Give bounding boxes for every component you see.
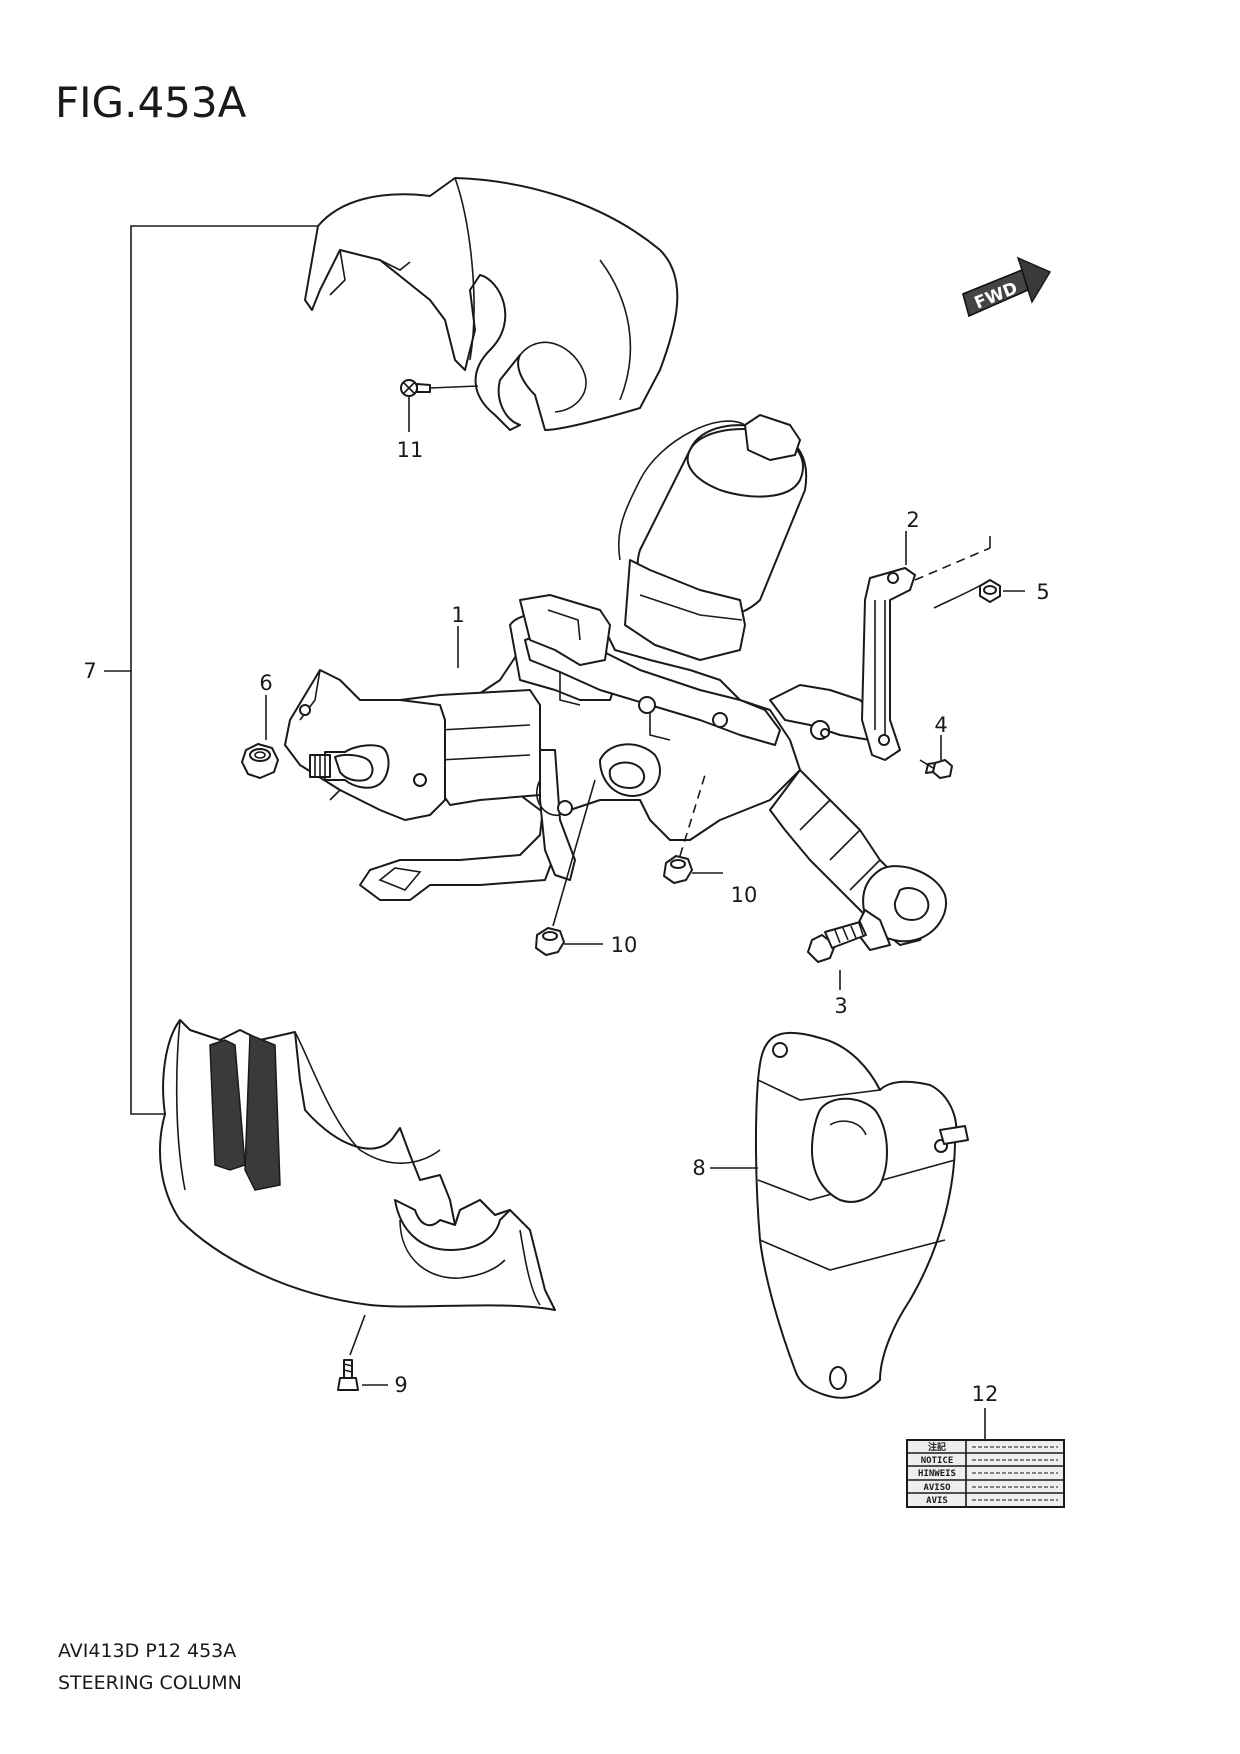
callout-11-leader-h <box>429 385 479 389</box>
steering-column-assembly <box>284 594 947 951</box>
assist-motor <box>617 414 808 661</box>
callout-4: 4 <box>934 713 947 737</box>
group-7-bracket <box>130 225 318 1115</box>
bolt-4 <box>919 759 953 779</box>
screw-11 <box>400 379 431 397</box>
notice-row-2: HINWEIS <box>918 1469 956 1479</box>
callout-10a: 10 <box>731 883 758 907</box>
notice-row-4: AVIS <box>926 1496 948 1506</box>
callout-8: 8 <box>692 1156 705 1180</box>
nut-5 <box>979 579 1001 603</box>
nut-10-lower <box>535 927 565 956</box>
steering-shaft-seal <box>754 1032 969 1399</box>
notice-row-3: AVISO <box>923 1483 951 1493</box>
callout-12: 12 <box>972 1382 999 1406</box>
bracket-2 <box>861 567 916 761</box>
fwd-arrow-icon: FWD <box>962 256 1052 318</box>
callout-5: 5 <box>1036 580 1049 604</box>
callout-3: 3 <box>834 994 847 1018</box>
callout-5-dash <box>914 547 991 581</box>
figure-name: STEERING COLUMN <box>58 1672 242 1694</box>
callout-1: 1 <box>451 603 464 627</box>
bolt-3 <box>807 921 867 963</box>
callout-7: 7 <box>83 659 96 683</box>
nut-6 <box>241 743 279 779</box>
upper-column-cover <box>304 177 679 431</box>
callout-11: 11 <box>397 438 424 462</box>
callout-9: 9 <box>394 1373 407 1397</box>
callout-2: 2 <box>906 508 919 532</box>
callout-6: 6 <box>259 671 272 695</box>
callout-10b: 10 <box>611 933 638 957</box>
lower-column-cover <box>159 1019 556 1311</box>
figure-code: AVI413D P12 453A <box>58 1640 237 1662</box>
notice-label: 注記 NOTICE HINWEIS AVISO AVIS <box>906 1439 1065 1508</box>
callout-10b-line <box>552 779 596 927</box>
nut-10-upper <box>663 855 693 884</box>
figure-title: FIG.453A <box>55 78 247 127</box>
screw-9 <box>337 1359 359 1391</box>
notice-row-0: 注記 <box>928 1441 946 1453</box>
notice-row-1: NOTICE <box>921 1456 954 1466</box>
callout-9-upper <box>349 1314 366 1356</box>
